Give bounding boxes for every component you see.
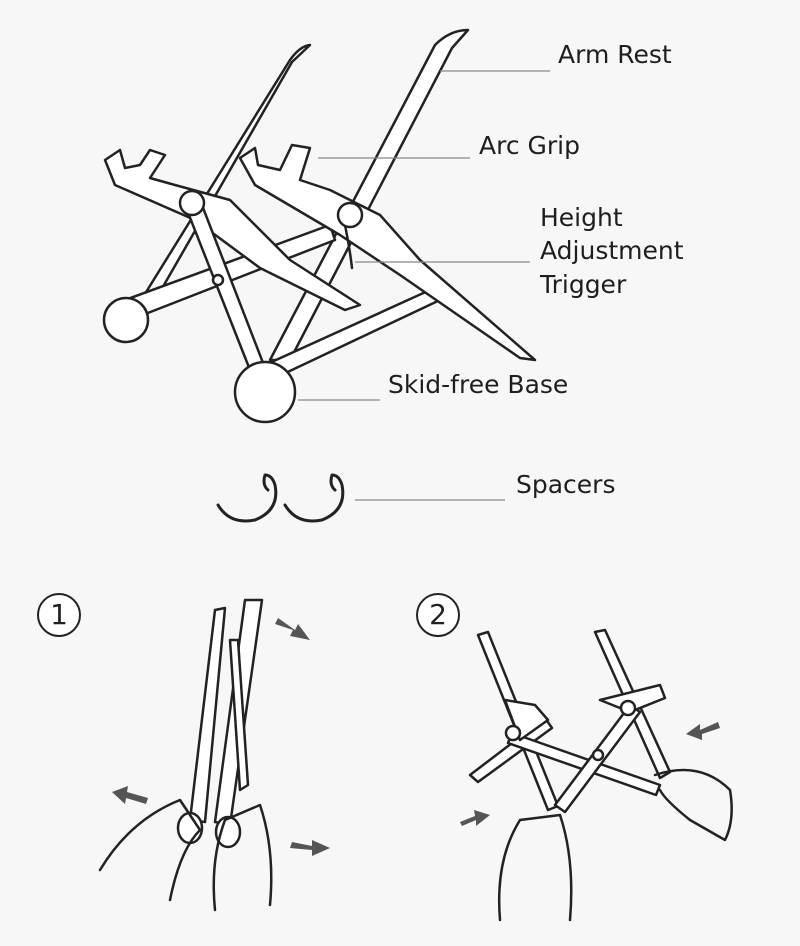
step-2-illustration [468, 628, 733, 922]
label-skid-free-base: Skid-free Base [388, 370, 569, 399]
label-arm-rest: Arm Rest [558, 40, 672, 69]
stand-illustration [102, 28, 537, 424]
label-height-trigger-2: Adjustment [540, 236, 684, 265]
label-height-trigger-1: Height [540, 203, 623, 232]
spacers-illustration [216, 473, 345, 523]
step-number-2: 2 [416, 593, 460, 637]
motion-arrows [112, 618, 720, 856]
step-1-illustration [98, 598, 273, 912]
label-spacers: Spacers [516, 470, 616, 499]
label-arc-grip: Arc Grip [479, 131, 580, 160]
step-number-1: 1 [37, 593, 81, 637]
leader-lines [298, 70, 550, 501]
label-height-trigger-3: Trigger [540, 270, 627, 299]
